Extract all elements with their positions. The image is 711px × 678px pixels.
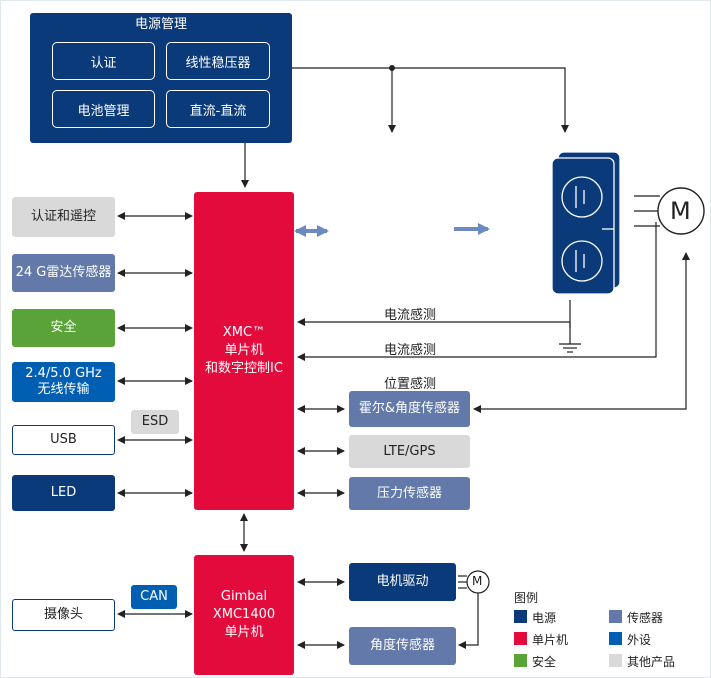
lte-gps-label: LTE/GPS (383, 443, 436, 459)
legend-label-mcu: 单片机 (532, 633, 569, 647)
inverter-icon (551, 145, 627, 295)
esd-box: ESD (131, 410, 179, 434)
legend-swatch-other (609, 654, 622, 667)
angle-sensor-box: 角度传感器 (349, 627, 456, 665)
auth-remote-label: 认证和遥控 (30, 209, 96, 224)
position-sense-line (473, 252, 690, 413)
gimbal-line-1: Gimbal (220, 589, 268, 604)
hall-angle-sensor-label: 霍尔&角度传感器 (358, 401, 461, 416)
led-box: LED (12, 475, 115, 511)
wireless-label-2: 无线传输 (37, 382, 90, 397)
power-battery-box: 电池管理 (52, 90, 155, 128)
radar-label: 24 G雷达传感器 (15, 265, 112, 280)
power-bus-line (292, 67, 569, 133)
gimbal-line-3: 单片机 (224, 625, 264, 640)
wireless-box: 2.4/5.0 GHz 无线传输 (12, 362, 115, 402)
power-ldo-box: 线性稳压器 (166, 42, 270, 80)
lte-gps-box: LTE/GPS (349, 435, 470, 468)
legend-label-sensor: 传感器 (627, 611, 664, 625)
power-dcdc-label: 直流-直流 (189, 103, 247, 119)
power-ldo-label: 线性稳压器 (185, 55, 251, 71)
power-auth-box: 认证 (52, 42, 155, 80)
legend-label-peripheral: 外设 (627, 633, 652, 647)
small-motor-label: M (472, 574, 483, 588)
legend-swatch-sensor (609, 610, 622, 623)
gimbal-mcu-block: Gimbal XMC1400 单片机 (194, 555, 294, 675)
power-management-block: 电源管理 (30, 13, 292, 143)
pressure-sensor-label: 压力传感器 (376, 485, 442, 501)
power-auth-label: 认证 (90, 55, 117, 71)
current-sense-2-label: 电流感测 (384, 343, 437, 358)
legend-label-safety: 安全 (532, 655, 557, 669)
safety-label: 安全 (50, 320, 77, 335)
mcu-line-2: 单片机 (224, 343, 264, 358)
current-sense-1-label: 电流感测 (384, 308, 437, 323)
legend-swatch-power (514, 610, 527, 623)
inverter-title: 三相逆变器 (512, 197, 526, 280)
usb-label: USB (50, 432, 77, 447)
motor-drive-box: 电机驱动 (349, 563, 456, 601)
camera-label: 摄像头 (43, 607, 83, 622)
legend-label-other: 其他产品 (627, 655, 676, 669)
small-motor-feedback (458, 593, 479, 649)
motor-circle (657, 187, 705, 235)
can-box: CAN (131, 585, 177, 609)
mcu-block: XMC™ 单片机 和数字控制IC (194, 192, 294, 510)
angle-sensor-label: 角度传感器 (369, 638, 435, 653)
power-battery-label: 电池管理 (77, 103, 130, 119)
led-label: LED (50, 485, 77, 500)
hall-angle-sensor-box: 霍尔&角度传感器 (349, 391, 470, 427)
usb-box: USB (12, 425, 115, 455)
legend-swatch-peripheral (609, 632, 622, 645)
mcu-line-3: 和数字控制IC (205, 361, 283, 376)
safety-box: 安全 (12, 309, 115, 347)
mcu-line-1: XMC™ (222, 325, 266, 340)
esd-label: ESD (141, 414, 169, 429)
position-sense-label: 位置感测 (384, 377, 437, 392)
can-label: CAN (140, 589, 168, 604)
small-motor-circle (466, 570, 490, 594)
legend-swatch-safety (514, 654, 527, 667)
gate-driver-icon (350, 178, 431, 272)
camera-box: 摄像头 (12, 599, 115, 631)
gate-driver-title: 栅极驱动器 (362, 154, 428, 169)
radar-box: 24 G雷达传感器 (12, 254, 115, 292)
legend-title: 图例 (514, 591, 539, 605)
pressure-sensor-box: 压力传感器 (349, 477, 470, 510)
motor-label: M (670, 197, 691, 225)
legend-swatch-mcu (514, 632, 527, 645)
power-management-title: 电源管理 (134, 17, 187, 32)
legend-label-power: 电源 (532, 611, 557, 625)
auth-remote-box: 认证和遥控 (12, 197, 115, 237)
wireless-label-1: 2.4/5.0 GHz (25, 366, 102, 381)
motor-drive-label: 电机驱动 (376, 574, 429, 589)
gimbal-line-2: XMC1400 (212, 607, 276, 622)
power-dcdc-box: 直流-直流 (166, 90, 270, 128)
